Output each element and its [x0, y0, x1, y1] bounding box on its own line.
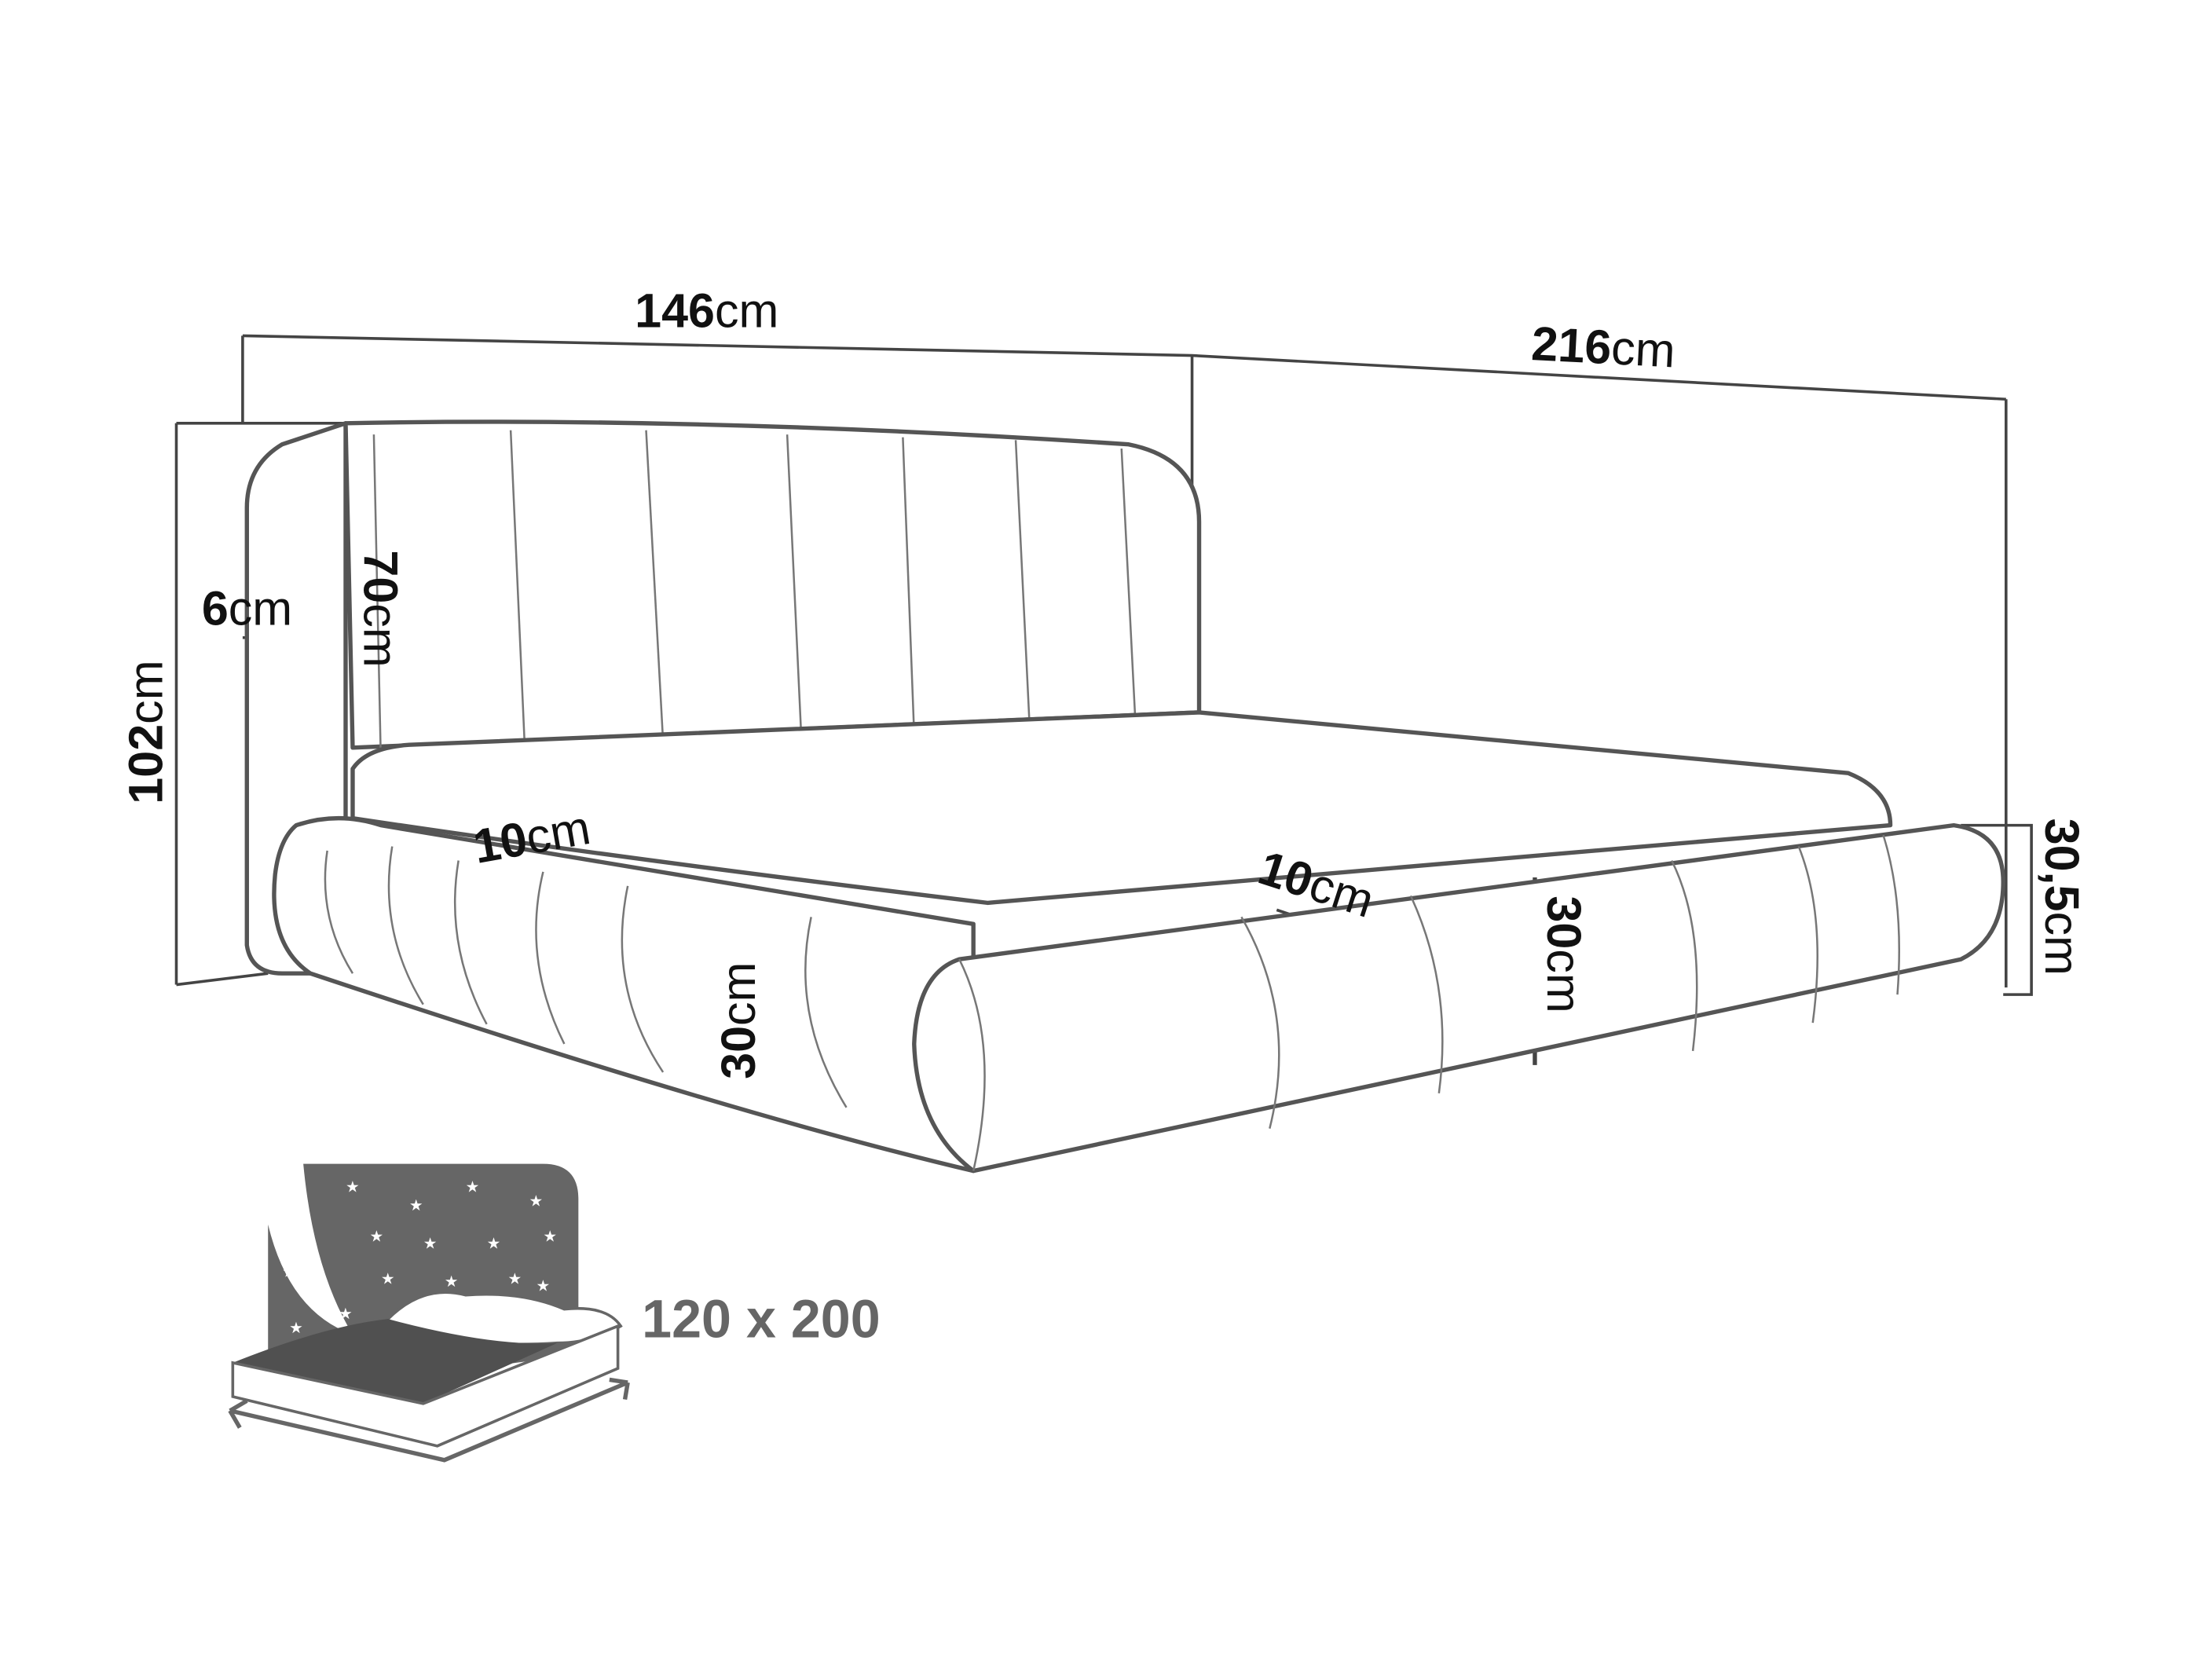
headboard-height-unit: cm	[353, 603, 407, 667]
svg-text:★: ★	[282, 1262, 296, 1280]
total-height-value: 102	[119, 724, 173, 804]
side-height-value: 30,5	[2035, 819, 2089, 912]
side-height-unit: cm	[2035, 911, 2089, 975]
headboard-thickness-unit: cm	[229, 582, 292, 635]
mattress	[350, 710, 1893, 906]
svg-text:★: ★	[339, 1305, 353, 1323]
svg-text:★: ★	[445, 1273, 459, 1291]
width-unit: cm	[715, 284, 778, 338]
mattress-top-icon	[233, 1319, 558, 1404]
frame-height-left-unit: cm	[712, 962, 765, 1026]
total-height-unit: cm	[119, 660, 173, 723]
headboard-height-value: 70	[353, 550, 407, 603]
svg-text:★: ★	[543, 1227, 557, 1245]
headboard-thickness-label: 6cm	[202, 582, 292, 635]
frame-height-right-unit: cm	[1537, 949, 1591, 1013]
size-arrows-icon	[228, 1377, 630, 1463]
headboard-height-label: 70cm	[353, 550, 407, 667]
headboard-thickness-value: 6	[202, 582, 229, 635]
left-side-rail	[272, 816, 976, 1174]
mattress-size-icon: ★★★★ ★★★★ ★★★★ ★★★★ ★★ 120 x 200	[228, 1163, 881, 1463]
svg-text:★: ★	[409, 1196, 423, 1214]
mattress-size-label: 120 x 200	[642, 1290, 881, 1350]
svg-text:★: ★	[529, 1192, 543, 1210]
svg-text:★: ★	[346, 1178, 360, 1196]
length-value: 216	[1530, 317, 1613, 374]
svg-text:★: ★	[289, 1319, 303, 1337]
frame-height-left-label: 30cm	[712, 962, 765, 1079]
length-label: 216cm	[1530, 317, 1677, 377]
svg-text:★: ★	[487, 1234, 501, 1252]
width-label: 146cm	[635, 284, 778, 338]
frame-height-right-label: 30cm	[1537, 895, 1591, 1013]
svg-text:★: ★	[466, 1178, 480, 1196]
total-height-label: 102cm	[119, 660, 173, 804]
roll-width-left-value: 10	[469, 811, 531, 873]
headboard-front	[343, 419, 1202, 750]
width-value: 146	[635, 284, 715, 338]
frame-height-left-value: 30	[712, 1026, 765, 1079]
bed-illustration	[244, 419, 2005, 1174]
svg-text:★: ★	[423, 1234, 438, 1252]
frame-height-right-value: 30	[1537, 895, 1591, 949]
mattress-side-icon	[231, 1324, 620, 1448]
roll-width-left-unit: cm	[522, 800, 594, 864]
roll-width-left-label: 10cm	[469, 800, 594, 873]
length-unit: cm	[1610, 320, 1677, 377]
svg-text:★: ★	[381, 1269, 395, 1287]
svg-text:★: ★	[370, 1227, 384, 1245]
svg-text:★: ★	[536, 1276, 550, 1295]
svg-text:★: ★	[508, 1269, 522, 1287]
side-height-label: 30,5cm	[2035, 819, 2089, 976]
